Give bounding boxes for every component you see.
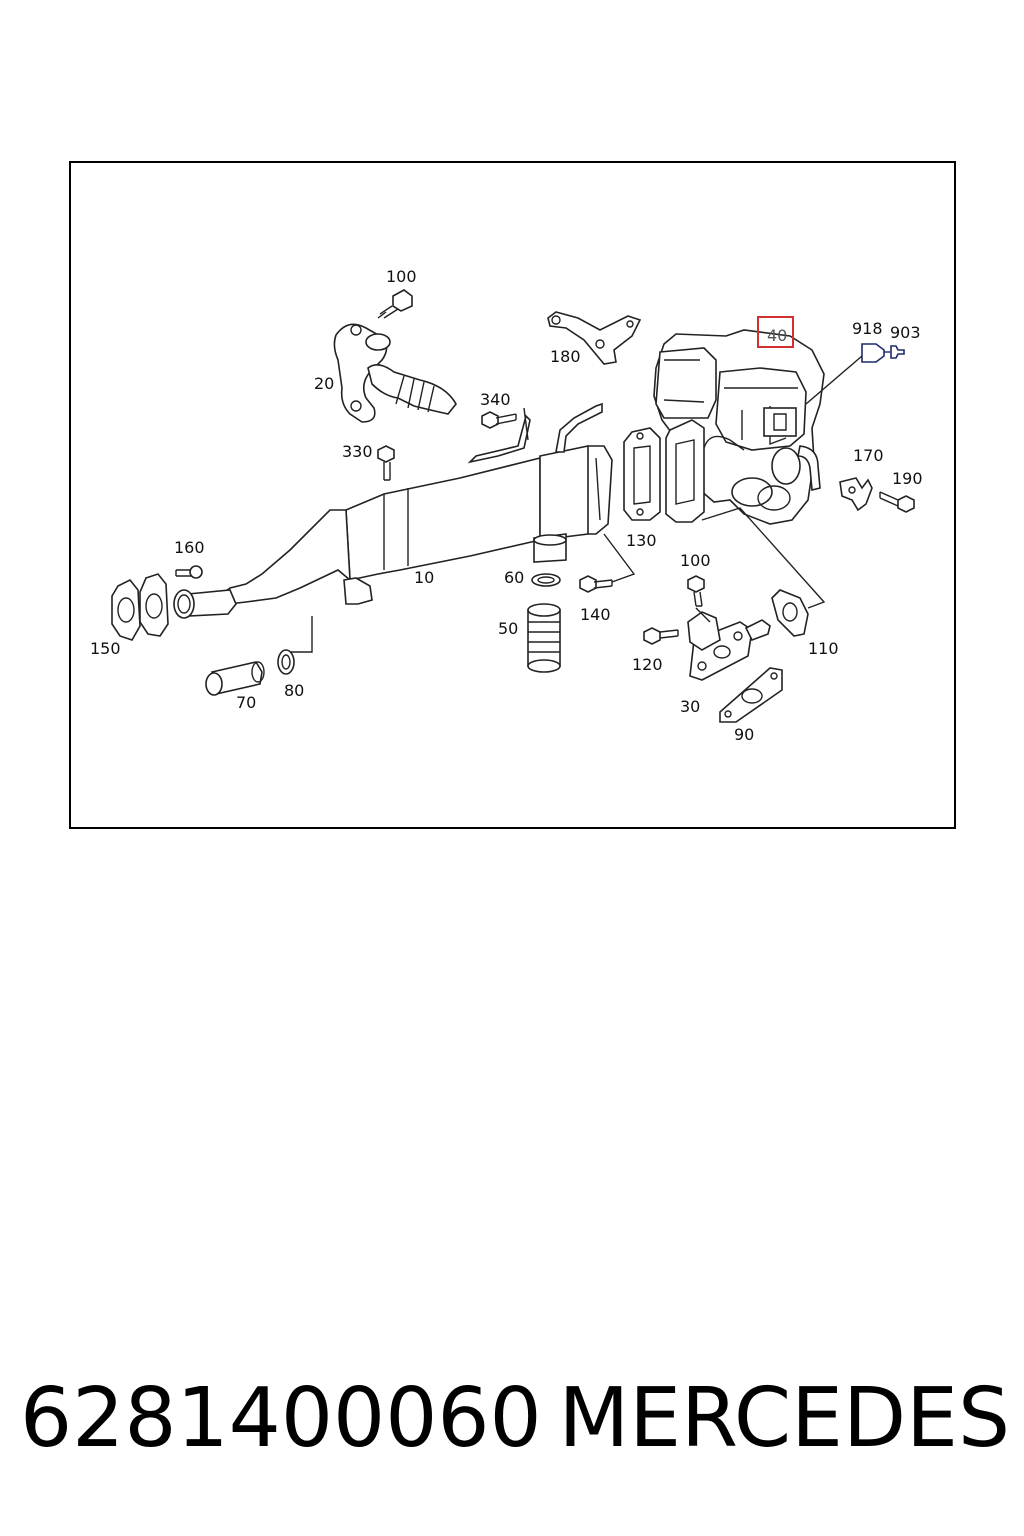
callout-labels: 100 20 180 40 918 903 340 330 170 190 13…	[90, 267, 923, 744]
part-20-pipe-drawing	[333, 323, 457, 423]
part-100b-bolt-drawing	[687, 575, 705, 607]
callout-140: 140	[580, 605, 611, 624]
part-90-gasket-drawing	[719, 667, 783, 723]
callout-120: 120	[632, 655, 663, 674]
valve-flange-drawing	[665, 419, 705, 523]
callout-40: 40	[767, 326, 787, 345]
callout-100-top: 100	[386, 267, 417, 286]
part-30-flange-drawing	[687, 611, 771, 681]
part-60-50-drawing	[527, 573, 561, 673]
part-number: 6281400060	[20, 1370, 542, 1466]
callout-903: 903	[890, 323, 921, 342]
part-10-cooler-drawing	[173, 402, 613, 619]
callout-160: 160	[174, 538, 205, 557]
part-100-bolt-drawing	[377, 289, 413, 319]
callout-60: 60	[504, 568, 524, 587]
part-130-gasket-drawing	[623, 427, 661, 521]
callout-80: 80	[284, 681, 304, 700]
brand-name: MERCEDES	[558, 1370, 1010, 1466]
callout-70: 70	[236, 693, 256, 712]
callout-150: 150	[90, 639, 121, 658]
part-80-70-drawing	[205, 616, 313, 696]
callout-190: 190	[892, 469, 923, 488]
part-180-bracket-drawing	[547, 311, 642, 365]
part-340-bolt-drawing	[481, 411, 517, 429]
part-170-190-drawing	[839, 477, 915, 513]
part-150-gasket-drawing	[111, 573, 169, 641]
part-120-bolt-drawing	[643, 627, 679, 645]
callout-100-lower: 100	[680, 551, 711, 570]
callout-130: 130	[626, 531, 657, 550]
part-drawings	[111, 289, 915, 723]
part-918-903-drawing	[805, 343, 905, 405]
callout-110: 110	[808, 639, 839, 658]
callout-340: 340	[480, 390, 511, 409]
part-140-bolt-drawing	[579, 533, 636, 593]
callout-20: 20	[314, 374, 334, 393]
part-40-valve-drawing	[653, 329, 825, 525]
callout-30: 30	[680, 697, 700, 716]
part-330-bolt-drawing	[377, 445, 395, 481]
callout-330: 330	[342, 442, 373, 461]
footer-caption: 6281400060 MERCEDES	[20, 1368, 1010, 1468]
callout-918: 918	[852, 319, 883, 338]
callout-50: 50	[498, 619, 518, 638]
part-110-gasket-drawing	[701, 507, 826, 637]
part-160-stud-drawing	[175, 565, 203, 579]
callout-180: 180	[550, 347, 581, 366]
callout-170: 170	[853, 446, 884, 465]
highlight-box-part-40	[757, 316, 794, 348]
callout-90: 90	[734, 725, 754, 744]
callout-10: 10	[414, 568, 434, 587]
